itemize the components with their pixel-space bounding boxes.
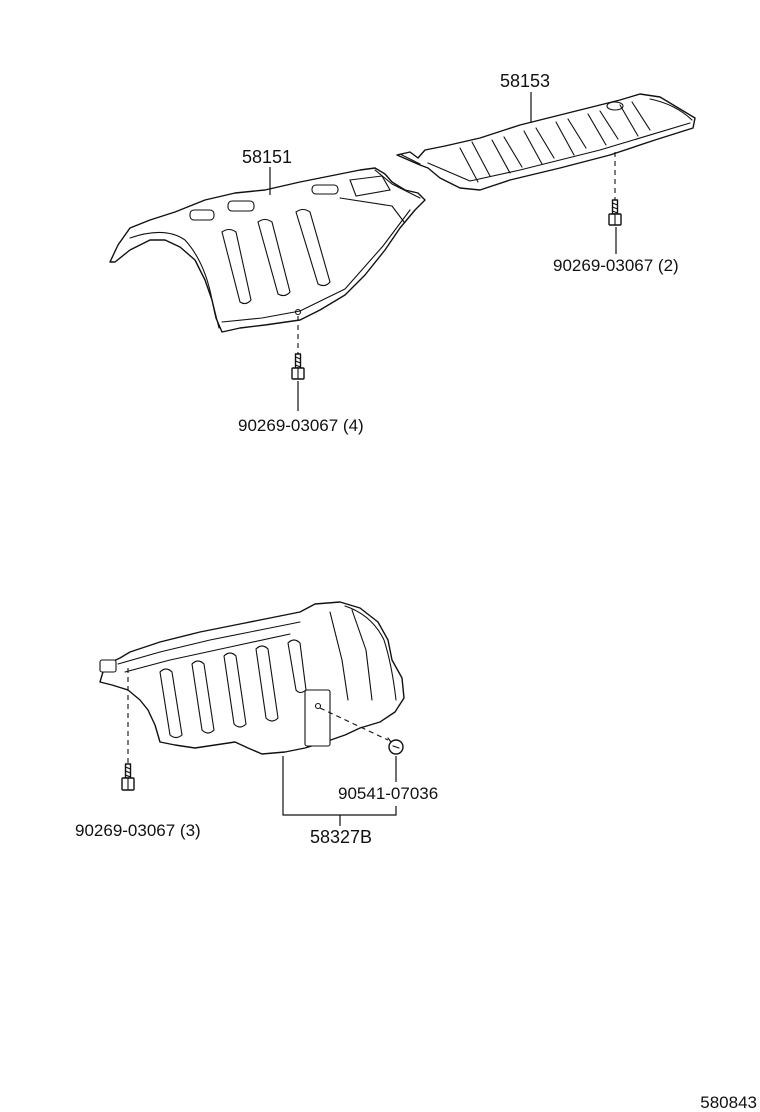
rib (191, 660, 215, 734)
bolt-upper-right (608, 199, 622, 226)
insulator-58151-lower-edge (221, 209, 411, 323)
rib (491, 136, 523, 174)
rib (523, 127, 555, 165)
insulator-58153-tab (606, 101, 624, 111)
bracket-leader-58327b (282, 756, 397, 826)
label-clip: 90541-07036 (338, 784, 438, 803)
insulator-58153-lower-edge (427, 122, 691, 182)
insulator-58327b-top-flange (117, 621, 301, 673)
label-58327b: 58327B (310, 827, 372, 847)
recess (311, 184, 339, 195)
rib (221, 228, 252, 305)
label-58153: 58153 (500, 71, 550, 91)
insulator-58153-end-curve (649, 98, 693, 121)
clip-lower (387, 737, 404, 755)
dashed-line-clip (319, 707, 389, 741)
insulator-58153-outline (396, 93, 696, 191)
bolt-thread (611, 202, 619, 214)
insulator-58327b-right-lobe (329, 605, 397, 701)
insulator-58153-left-tab (399, 153, 421, 165)
bolt-thread (124, 766, 132, 778)
insulator-58153-ribs (459, 101, 651, 183)
rib (255, 645, 279, 722)
recess (349, 175, 391, 197)
insulator-58327b-left-tab (99, 659, 117, 673)
rib (619, 101, 651, 137)
rib (459, 141, 491, 183)
insulator-58327b-clip-plate (304, 689, 331, 747)
rib (555, 118, 587, 156)
heat-insulator-58151 (109, 167, 426, 333)
clip-stem (387, 737, 400, 749)
bolt-upper-left (291, 353, 305, 380)
insulator-58151-bolt-hole (294, 308, 302, 316)
clip-hole (314, 702, 322, 710)
recess (189, 209, 215, 221)
insulator-58151-right-face (339, 169, 421, 223)
bolt-lower (121, 763, 135, 791)
clip-plate (304, 689, 331, 747)
insulator-58151-recesses (189, 175, 391, 221)
rib (223, 652, 247, 728)
bolt-thread (294, 356, 302, 368)
insulator-58151-tube-curve (129, 231, 220, 329)
insulator-58151-ribs (221, 208, 331, 305)
heat-insulator-58327b (99, 601, 405, 755)
label-58151: 58151 (242, 147, 292, 167)
rib (587, 110, 619, 146)
diagram-id: 580843 (700, 1093, 757, 1112)
rib (159, 668, 183, 739)
recess (227, 200, 255, 212)
insulator-58327b-outline (99, 601, 405, 755)
rib (257, 218, 291, 297)
rib (295, 208, 331, 287)
heat-insulator-58153 (396, 93, 696, 191)
insulator-58327b-ribs (159, 639, 307, 739)
label-bolt-lower: 90269-03067 (3) (75, 821, 201, 840)
label-bolt-upper-right: 90269-03067 (2) (553, 256, 679, 275)
label-bolt-upper-left: 90269-03067 (4) (238, 416, 364, 435)
